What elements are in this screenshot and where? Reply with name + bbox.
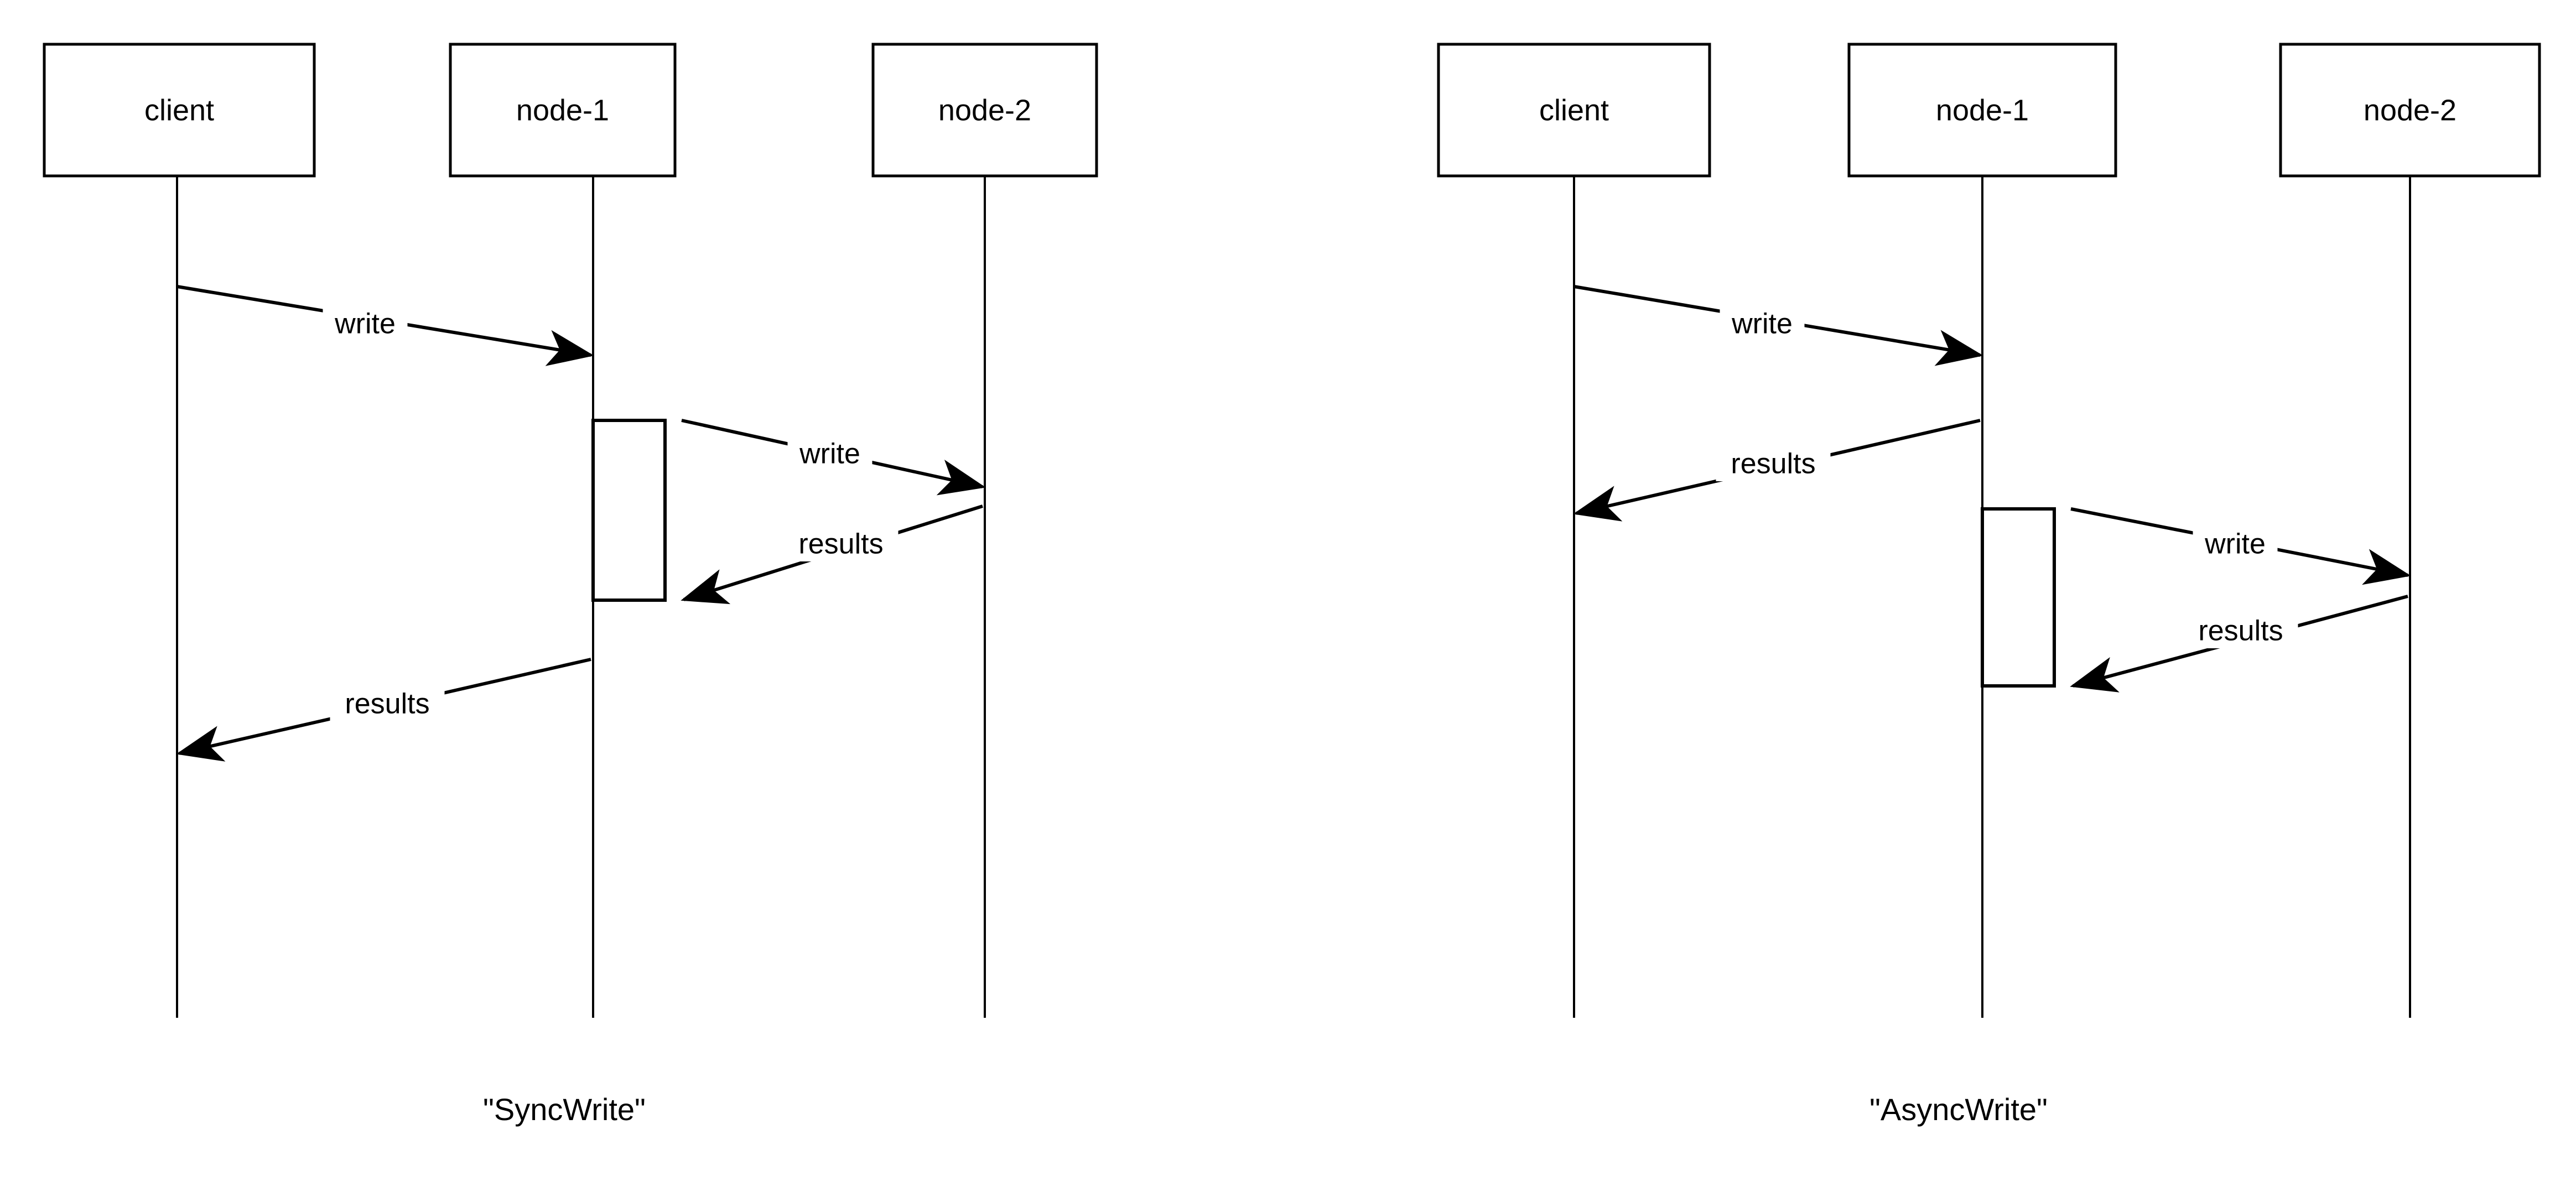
- message-label-backdrop: [787, 436, 872, 471]
- message-label-backdrop: [1716, 446, 1831, 481]
- activation-bar-node-1[interactable]: [1981, 507, 2056, 688]
- participant-label-node-1: node-1: [1936, 93, 2029, 127]
- participant-label-client: client: [1539, 93, 1609, 127]
- message-label-write: write: [334, 308, 396, 340]
- message-label-results: results: [345, 688, 429, 720]
- message-label-results: results: [2198, 615, 2283, 647]
- message-label-backdrop: [2193, 526, 2278, 561]
- message-label-write: write: [799, 438, 860, 470]
- message-label-backdrop: [330, 686, 445, 721]
- diagram-caption-sync-write: "SyncWrite": [483, 1092, 646, 1127]
- participant-box-node-1[interactable]: [449, 43, 677, 178]
- activation-bar-node-1[interactable]: [591, 419, 667, 602]
- sequence-diagram-sync-write: client node-1 node-2 write write results resul…: [43, 43, 1098, 1127]
- participant-label-node-1: node-1: [516, 93, 609, 127]
- participant-label-node-2: node-2: [938, 93, 1031, 127]
- diagram-caption-async-write: "AsyncWrite": [1869, 1092, 2048, 1127]
- message-label-backdrop: [783, 526, 899, 561]
- participant-box-node-1[interactable]: [1847, 43, 2117, 178]
- message-label-backdrop: [323, 306, 408, 341]
- message-label-backdrop: [1720, 306, 1805, 341]
- message-label-backdrop: [2183, 613, 2298, 648]
- sequence-diagram-async-write: client node-1 node-2 write results write resul…: [1437, 43, 2541, 1127]
- message-label-results: results: [798, 528, 883, 560]
- message-label-write: write: [1731, 308, 1793, 340]
- message-label-write: write: [2204, 528, 2266, 560]
- participant-box-node-2[interactable]: [871, 43, 1098, 178]
- participant-label-node-2: node-2: [2364, 93, 2456, 127]
- participant-box-client[interactable]: [43, 43, 316, 178]
- participant-box-client[interactable]: [1437, 43, 1711, 178]
- message-label-results: results: [1731, 448, 1815, 480]
- participant-label-client: client: [144, 93, 214, 127]
